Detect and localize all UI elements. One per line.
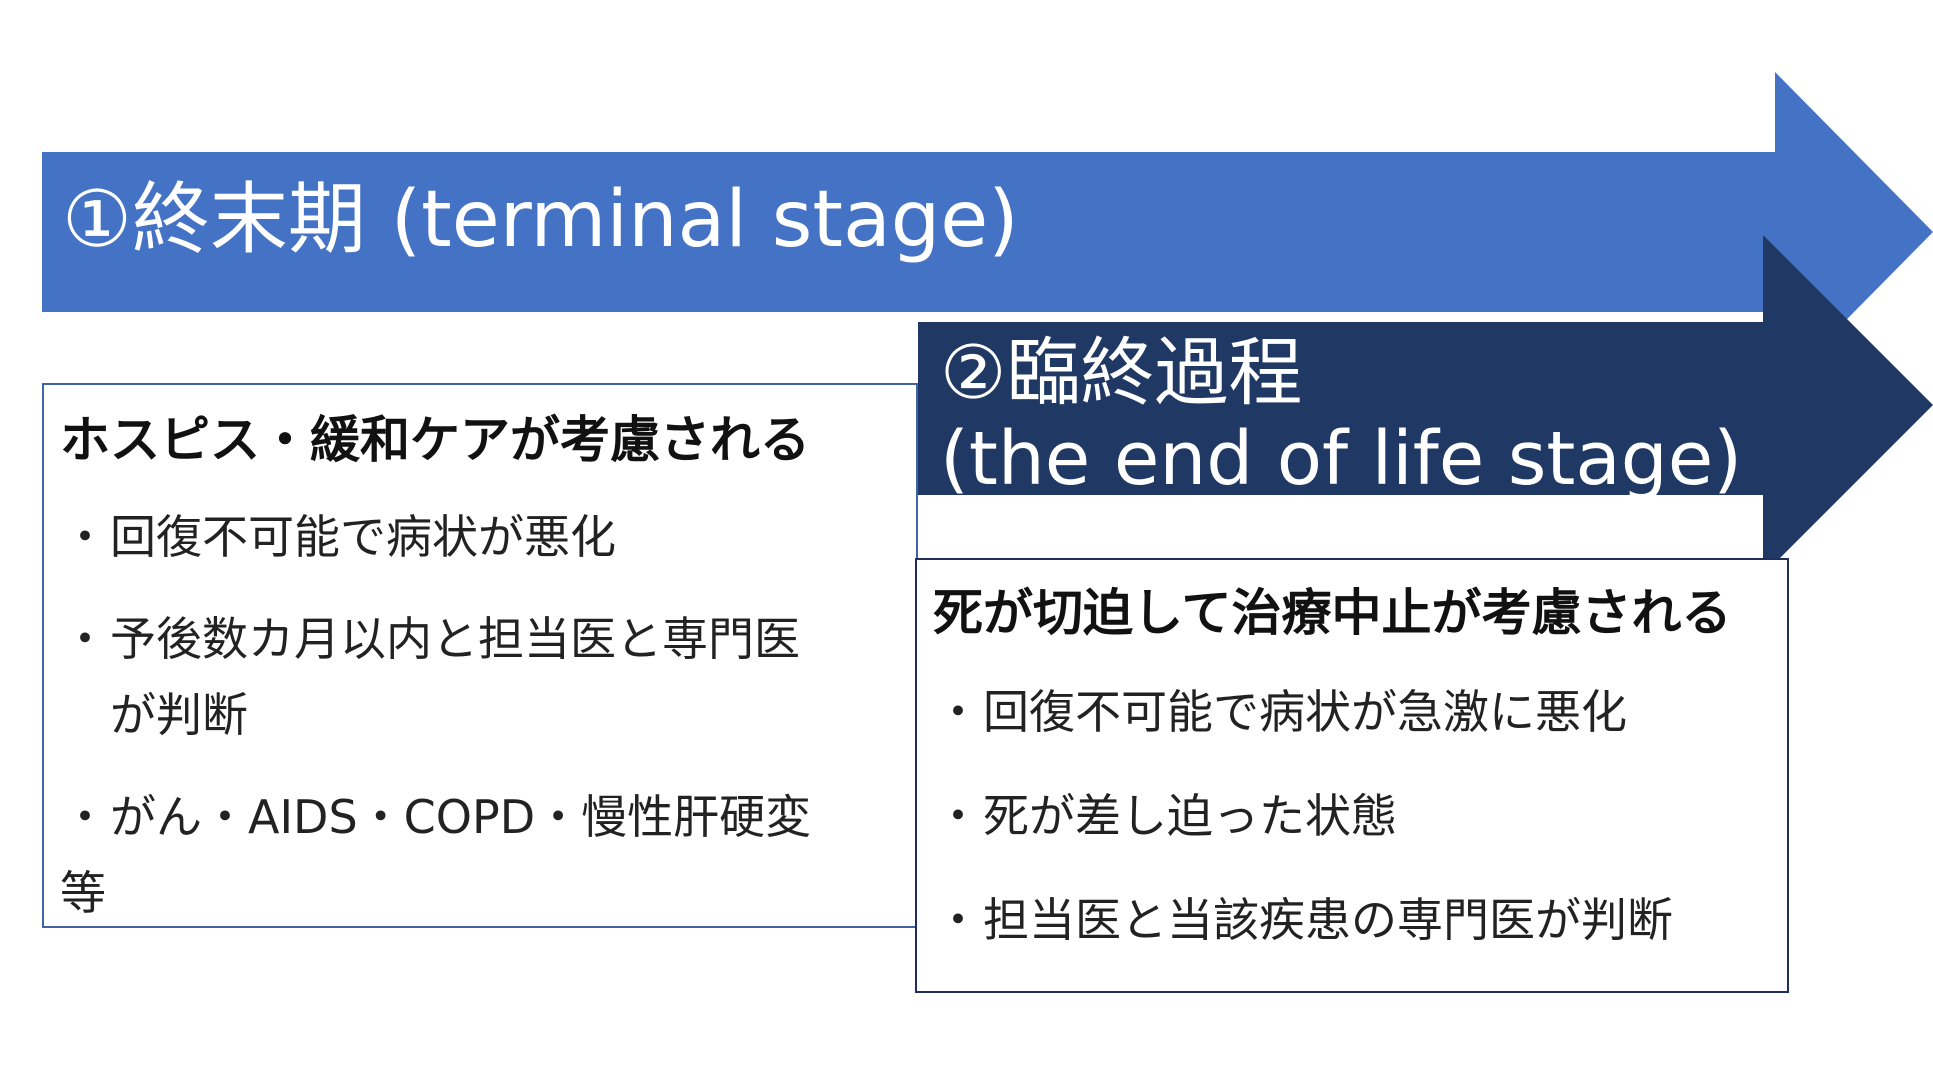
bullet-mark: ・ — [62, 790, 108, 844]
terminal-stage-box: ホスピス・緩和ケアが考慮される ・回復不可能で病状が悪化 ・予後数カ月以内と担当… — [42, 383, 918, 928]
bullet-mark: ・ — [62, 510, 108, 564]
bullet-mark: ・ — [935, 685, 981, 739]
list-item-text: 回復不可能で病状が悪化 — [110, 510, 616, 564]
end-of-life-stage-title: ②臨終過程 (the end of life stage) — [940, 330, 1742, 502]
list-item-text: 回復不可能で病状が急激に悪化 — [983, 685, 1627, 739]
end-of-life-stage-box-title: 死が切迫して治療中止が考慮される — [933, 584, 1732, 642]
list-item-text: がん・AIDS・COPD・慢性肝硬変 — [110, 790, 812, 844]
end-of-life-stage-arrow — [918, 235, 1933, 575]
end-of-life-stage-list: ・回復不可能で病状が急激に悪化 ・死が差し迫った状態 ・担当医と当該疾患の専門医… — [933, 674, 1771, 958]
terminal-stage-list: ・回復不可能で病状が悪化 ・予後数カ月以内と担当医と専門医 が判断 ・がん・AI… — [60, 499, 900, 931]
list-item-text: 死が差し迫った状態 — [983, 789, 1397, 843]
bullet-mark: ・ — [935, 789, 981, 843]
list-item-text: 予後数カ月以内と担当医と専門医 — [110, 612, 800, 666]
list-item-continuation: が判断 — [110, 688, 248, 742]
bullet-mark: ・ — [62, 612, 108, 666]
list-item: ・回復不可能で病状が急激に悪化 — [933, 674, 1771, 750]
list-item: ・予後数カ月以内と担当医と専門医 が判断 — [60, 601, 900, 753]
list-item: ・回復不可能で病状が悪化 — [60, 499, 900, 575]
list-item-continuation: 等 — [60, 866, 106, 920]
end-of-life-stage-title-line1: ②臨終過程 — [940, 330, 1303, 416]
end-of-life-stage-title-line2: (the end of life stage) — [940, 416, 1743, 502]
terminal-stage-arrow — [42, 72, 1933, 392]
end-of-life-stage-box: 死が切迫して治療中止が考慮される ・回復不可能で病状が急激に悪化 ・死が差し迫っ… — [915, 558, 1789, 993]
list-item: ・死が差し迫った状態 — [933, 778, 1771, 854]
list-item: ・担当医と当該疾患の専門医が判断 — [933, 882, 1771, 958]
terminal-stage-box-title: ホスピス・緩和ケアが考慮される — [60, 411, 810, 469]
terminal-stage-title: ①終末期 (terminal stage) — [62, 175, 1019, 265]
list-item: ・がん・AIDS・COPD・慢性肝硬変 等 — [60, 779, 900, 931]
list-item-text: 担当医と当該疾患の専門医が判断 — [983, 893, 1673, 947]
bullet-mark: ・ — [935, 893, 981, 947]
